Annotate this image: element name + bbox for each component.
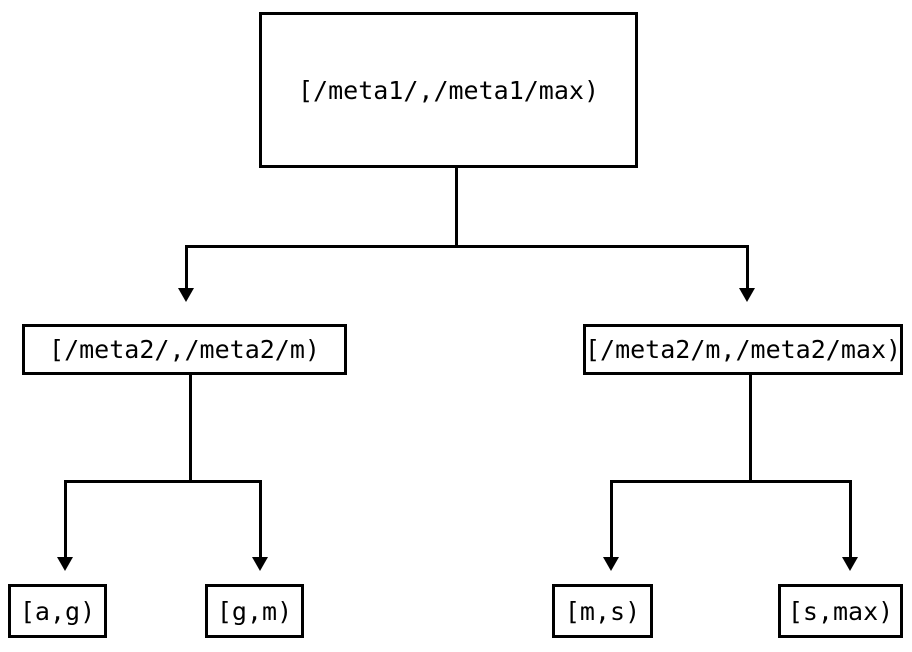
node-leaf-ms[interactable]: [m,s) <box>552 584 653 638</box>
edge-mid-left-to-gm-drop <box>259 480 262 558</box>
node-leaf-gm[interactable]: [g,m) <box>205 584 304 638</box>
node-leaf-smax-label: [s,max) <box>787 596 894 626</box>
arrowhead-to-leaf-smax-icon <box>842 557 858 571</box>
node-leaf-smax[interactable]: [s,max) <box>778 584 903 638</box>
node-mid-left[interactable]: [/meta2/,/meta2/m) <box>22 324 347 375</box>
node-mid-right[interactable]: [/meta2/m,/meta2/max) <box>583 324 903 375</box>
edge-mid-right-stem <box>749 375 752 483</box>
edge-root-to-mid-left-drop <box>185 245 188 289</box>
node-mid-right-label: [/meta2/m,/meta2/max) <box>584 335 902 364</box>
node-leaf-ms-label: [m,s) <box>564 596 641 626</box>
edge-mid-right-to-smax-drop <box>849 480 852 558</box>
edge-root-crossbar <box>185 245 749 248</box>
node-root-label: [/meta1/,/meta1/max) <box>297 75 600 105</box>
node-leaf-gm-label: [g,m) <box>216 596 293 626</box>
node-mid-left-label: [/meta2/,/meta2/m) <box>49 335 320 364</box>
node-root[interactable]: [/meta1/,/meta1/max) <box>259 12 638 168</box>
arrowhead-to-leaf-ag-icon <box>57 557 73 571</box>
node-leaf-ag[interactable]: [a,g) <box>8 584 107 638</box>
edge-root-to-mid-right-drop <box>746 245 749 289</box>
edge-root-stem <box>455 168 458 248</box>
edge-mid-right-to-ms-drop <box>610 480 613 558</box>
arrowhead-to-leaf-gm-icon <box>252 557 268 571</box>
edge-mid-left-stem <box>189 375 192 483</box>
arrowhead-to-leaf-ms-icon <box>603 557 619 571</box>
edge-mid-left-crossbar <box>64 480 262 483</box>
edge-mid-left-to-ag-drop <box>64 480 67 558</box>
edge-mid-right-crossbar <box>610 480 852 483</box>
node-leaf-ag-label: [a,g) <box>19 596 96 626</box>
arrowhead-to-mid-right-icon <box>739 288 755 302</box>
arrowhead-to-mid-left-icon <box>178 288 194 302</box>
